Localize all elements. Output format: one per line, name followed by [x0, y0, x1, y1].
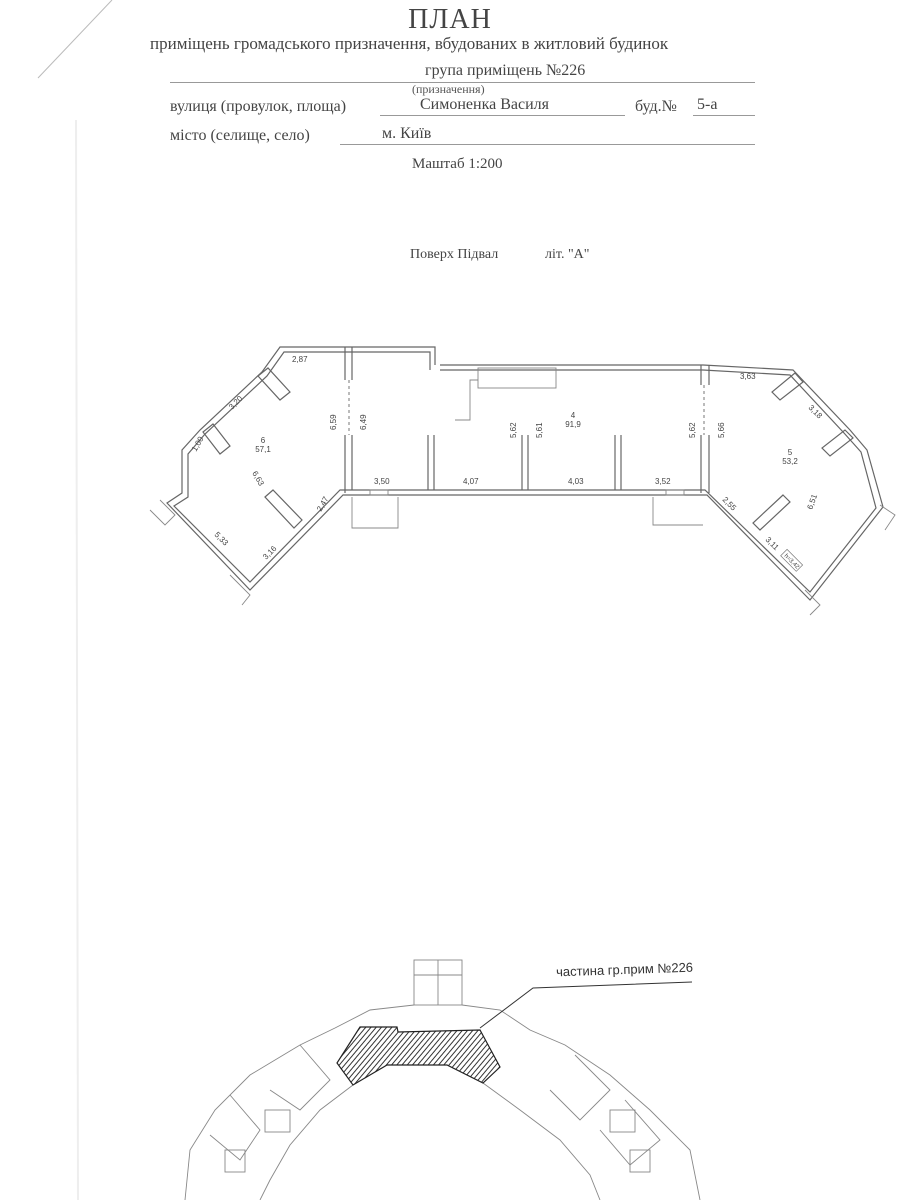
room-number: 4 — [571, 411, 576, 420]
dimension: 6,59 — [329, 414, 338, 430]
dimension: 1,00 — [190, 435, 206, 453]
dimension: 6,49 — [359, 414, 368, 430]
room-area: 91,9 — [565, 420, 581, 429]
building-value: 5-а — [697, 96, 718, 113]
building-label: буд.№ — [635, 98, 677, 115]
dimension: 5,61 — [535, 422, 544, 438]
dimension: 4,03 — [568, 477, 584, 486]
street-underline — [380, 115, 625, 116]
dimension: 4,07 — [463, 477, 479, 486]
dimension: 3,18 — [807, 403, 825, 421]
scan-mark — [37, 0, 113, 79]
basement-plan — [149, 346, 896, 616]
dimension: 5,62 — [688, 422, 697, 438]
city-label: місто (селище, село) — [170, 127, 310, 144]
scale-label: Маштаб 1:200 — [412, 156, 503, 172]
dimension: 5,33 — [213, 530, 231, 548]
letter-label: літ. "А" — [545, 247, 590, 262]
dimension: 6,63 — [250, 470, 266, 488]
document-title: ПЛАН — [408, 4, 492, 35]
city-underline — [340, 144, 755, 145]
dimension: 3,63 — [740, 372, 756, 381]
dimension: 2,55 — [721, 495, 739, 513]
dimension: 5,62 — [509, 422, 518, 438]
city-value: м. Київ — [382, 125, 432, 142]
street-label: вулиця (провулок, площа) — [170, 98, 347, 115]
dimension: 3,16 — [261, 544, 279, 562]
room-area: 53,2 — [782, 457, 798, 466]
group-label: група приміщень №226 — [425, 62, 586, 79]
room-area: 57,1 — [255, 445, 271, 454]
dimension: 3,52 — [655, 477, 671, 486]
dimension: 2,87 — [292, 355, 308, 364]
room-number: 6 — [261, 436, 266, 445]
document-subtitle: приміщень громадського призначення, вбуд… — [150, 34, 669, 53]
highlighted-premises — [336, 1026, 501, 1086]
group-underline — [170, 82, 755, 83]
floor-label: Поверх Підвал — [410, 247, 499, 262]
street-value: Симоненка Василя — [420, 96, 549, 113]
dimension: 5,66 — [717, 422, 726, 438]
dimension: 3,20 — [227, 394, 245, 412]
dimension: 3,50 — [374, 477, 390, 486]
room-number: 5 — [788, 448, 793, 457]
building-underline — [693, 115, 755, 116]
site-plan — [184, 959, 701, 1200]
scan-margin — [75, 119, 79, 1200]
callout-leader — [479, 981, 693, 1029]
stairs-icon — [455, 367, 557, 421]
dimension: 6,51 — [805, 492, 819, 510]
purpose-caption: (призначення) — [412, 82, 485, 96]
